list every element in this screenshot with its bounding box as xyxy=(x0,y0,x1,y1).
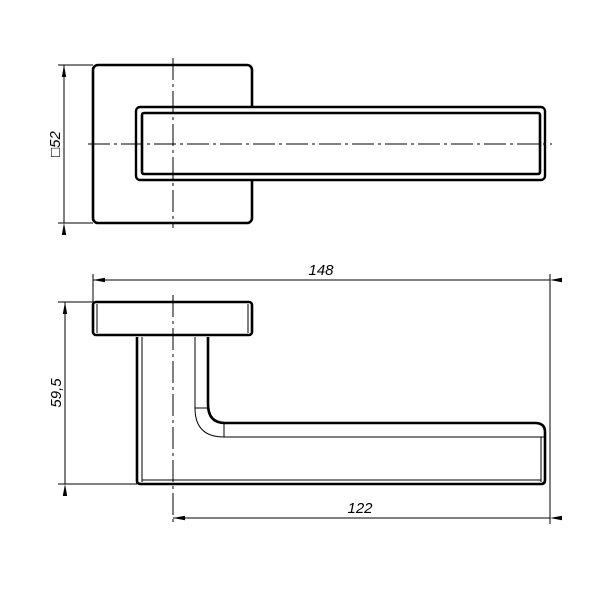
dimension-label-52: □52 xyxy=(47,130,64,156)
dimension-label-122: 122 xyxy=(347,500,373,517)
top-view: □52 xyxy=(47,58,552,235)
dimension-label-59-5: 59,5 xyxy=(48,378,65,408)
dimension-label-148: 148 xyxy=(308,262,334,279)
side-view: 148 59,5 122 xyxy=(48,262,562,524)
lever-side-outline xyxy=(135,337,547,486)
